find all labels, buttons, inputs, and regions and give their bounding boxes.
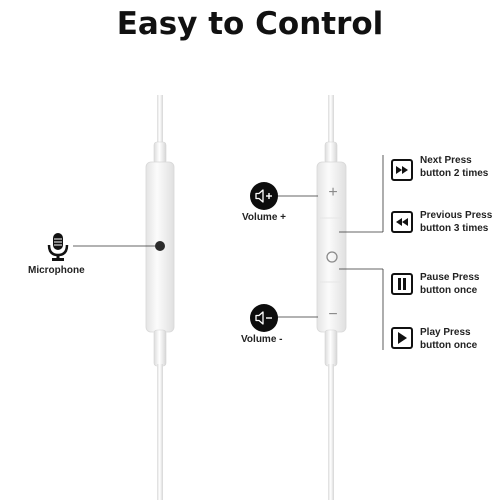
volume-up-icon bbox=[250, 182, 278, 210]
microphone-hole bbox=[155, 241, 165, 251]
next-label-line2: button 2 times bbox=[420, 168, 489, 179]
right-cable-collar-bottom bbox=[324, 329, 338, 367]
left-cable-collar-top bbox=[153, 141, 167, 165]
left-cable-bottom bbox=[157, 364, 163, 500]
play-icon bbox=[391, 327, 413, 349]
left-cable-collar-bottom bbox=[153, 329, 167, 367]
volume-down-marking: − bbox=[328, 306, 338, 323]
right-cable-top bbox=[328, 95, 334, 145]
previous-track-icon bbox=[391, 211, 413, 233]
volume-up-marking: + bbox=[328, 184, 338, 201]
play-pause-button-mark bbox=[326, 251, 338, 263]
left-cable-top bbox=[157, 95, 163, 145]
right-cable-bottom bbox=[328, 364, 334, 500]
microphone-icon bbox=[46, 232, 70, 262]
pause-label-line2: button once bbox=[420, 285, 478, 296]
volume-down-icon bbox=[250, 304, 278, 332]
page-title: Easy to Control bbox=[116, 6, 384, 42]
play-label-line2: button once bbox=[420, 340, 478, 351]
next-label-line1: Next Press bbox=[420, 155, 472, 166]
pause-label-line1: Pause Press bbox=[420, 272, 480, 283]
next-track-icon bbox=[391, 159, 413, 181]
previous-label-line2: button 3 times bbox=[420, 223, 489, 234]
volume-down-label: Volume - bbox=[241, 334, 283, 345]
right-cable-collar-top bbox=[324, 141, 338, 165]
volume-up-label: Volume + bbox=[242, 212, 286, 223]
microphone-label: Microphone bbox=[28, 265, 85, 276]
play-label-line1: Play Press bbox=[420, 327, 471, 338]
previous-label-line1: Previous Press bbox=[420, 210, 493, 221]
pause-icon bbox=[391, 273, 413, 295]
